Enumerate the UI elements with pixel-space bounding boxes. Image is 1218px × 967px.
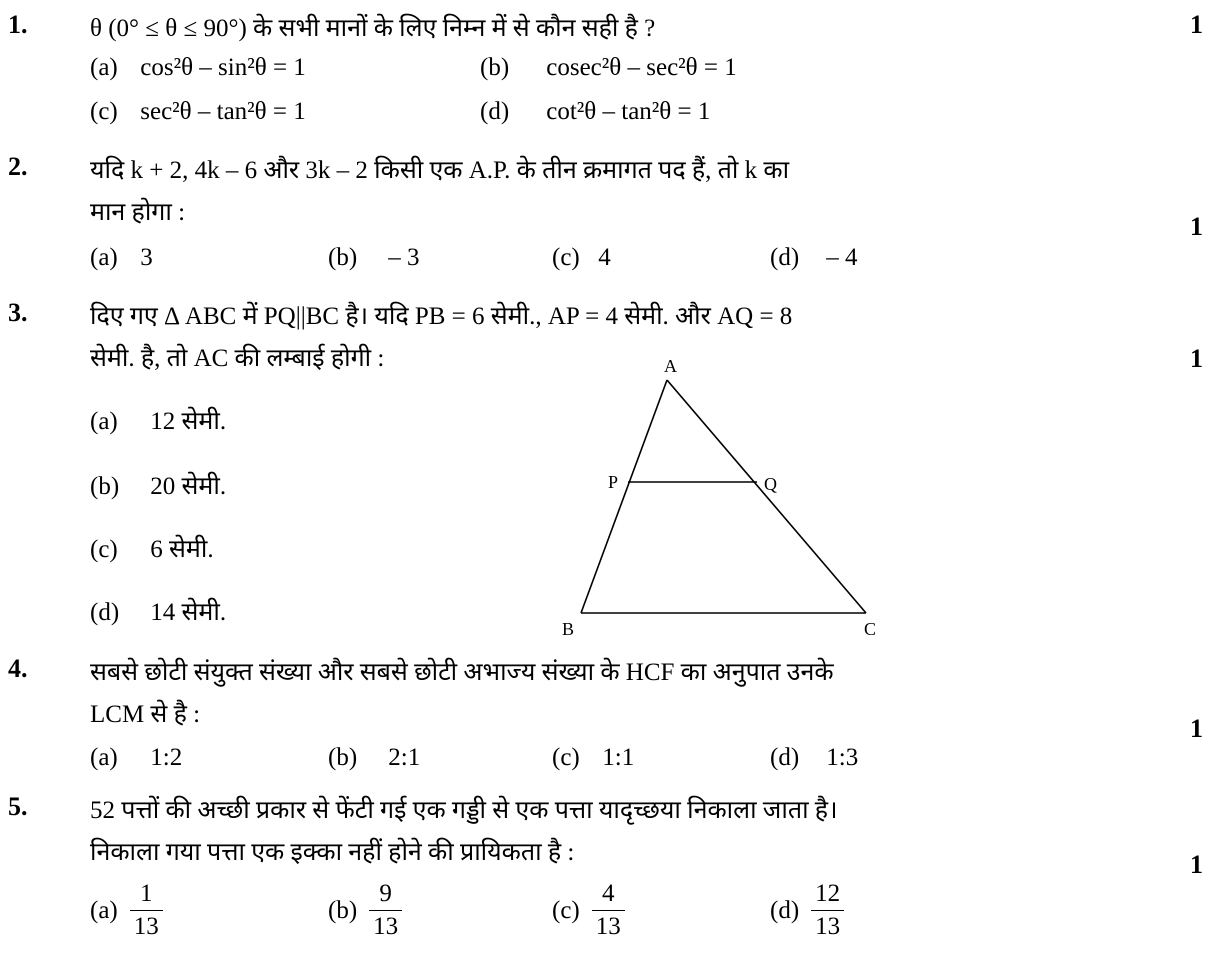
question-text-line-1: 52 पत्तों की अच्छी प्रकार से फेंटी गई एक… — [90, 797, 838, 824]
option-label: (a) — [90, 408, 118, 435]
option-text: 1:1 — [602, 744, 635, 771]
option-label: (d) — [770, 744, 800, 771]
question-number: 4. — [8, 654, 28, 683]
option-a[interactable]: (a) 1:2 — [90, 744, 182, 772]
option-label: (b) — [90, 473, 120, 500]
option-d[interactable]: (d) 12 13 — [770, 880, 845, 941]
vertex-label-p: P — [608, 472, 618, 492]
option-label: (a) — [90, 744, 118, 771]
option-a[interactable]: (a) cos²θ – sin²θ = 1 — [90, 54, 306, 82]
option-label: (c) — [552, 244, 580, 271]
option-label: (c) — [552, 896, 580, 924]
option-text: cot²θ – tan²θ = 1 — [546, 98, 711, 125]
option-a[interactable]: (a) 3 — [90, 244, 153, 272]
question-number: 1. — [8, 10, 28, 39]
option-label: (c) — [90, 536, 118, 563]
fraction-denominator: 13 — [595, 913, 621, 940]
option-label: (a) — [90, 244, 118, 271]
question-text-line-2: निकाला गया पत्ता एक इक्का नहीं होने की प… — [90, 839, 575, 866]
fraction-denominator: 13 — [133, 913, 159, 940]
side-ac — [666, 379, 867, 614]
option-label: (d) — [770, 244, 800, 271]
fraction-numerator: 4 — [591, 880, 625, 911]
question-marks: 1 — [1190, 850, 1203, 879]
fraction-numerator: 12 — [811, 880, 845, 911]
fraction-denominator: 13 — [815, 913, 841, 940]
question-marks: 1 — [1190, 714, 1203, 743]
triangle-figure: A P Q B C — [562, 356, 876, 639]
side-ab — [580, 379, 668, 614]
option-d[interactable]: (d) – 4 — [770, 244, 858, 272]
option-label: (b) — [328, 244, 358, 271]
option-text: 3 — [140, 244, 153, 271]
option-d[interactable]: (d) 14 सेमी. — [90, 594, 226, 628]
option-d[interactable]: (d) cot²θ – tan²θ = 1 — [480, 98, 710, 126]
question-marks: 1 — [1190, 10, 1203, 39]
option-b[interactable]: (b) 20 सेमी. — [90, 468, 226, 502]
option-label: (b) — [328, 896, 358, 924]
option-text: 4 — [598, 244, 611, 271]
option-c[interactable]: (c) 6 सेमी. — [90, 531, 214, 565]
question-number: 2. — [8, 152, 28, 181]
option-text: 6 सेमी. — [150, 536, 214, 563]
question-marks: 1 — [1190, 344, 1203, 373]
fraction-denominator: 13 — [373, 913, 399, 940]
question-text-line-1: सबसे छोटी संयुक्त संख्या और सबसे छोटी अभ… — [90, 659, 834, 686]
option-fraction: 12 13 — [811, 880, 845, 941]
option-text: 1:2 — [150, 744, 183, 771]
option-fraction: 4 13 — [591, 880, 625, 941]
option-text: sec²θ – tan²θ = 1 — [140, 98, 306, 125]
option-text: – 4 — [826, 244, 858, 271]
option-label: (b) — [328, 744, 358, 771]
fraction-numerator: 9 — [369, 880, 403, 911]
option-b[interactable]: (b) cosec²θ – sec²θ = 1 — [480, 54, 737, 82]
question-text-line-1: दिए गए Δ ABC में PQ||BC है। यदि PB = 6 स… — [90, 303, 793, 330]
option-d[interactable]: (d) 1:3 — [770, 744, 858, 772]
option-label: (a) — [90, 896, 118, 924]
question-text-line-2: सेमी. है, तो AC की लम्बाई होगी : — [90, 345, 385, 372]
option-text: 1:3 — [826, 744, 859, 771]
option-fraction: 1 13 — [129, 880, 163, 941]
question-text: θ (0° ≤ θ ≤ 90°) के सभी मानों के लिए निम… — [90, 15, 656, 42]
vertex-label-a: A — [664, 356, 677, 376]
option-fraction: 9 13 — [369, 880, 403, 941]
option-text: 20 सेमी. — [150, 473, 227, 500]
option-c[interactable]: (c) sec²θ – tan²θ = 1 — [90, 98, 306, 126]
option-label: (c) — [90, 98, 118, 125]
option-c[interactable]: (c) 4 13 — [552, 880, 625, 941]
vertex-label-q: Q — [764, 474, 777, 494]
option-c[interactable]: (c) 1:1 — [552, 744, 634, 772]
question-text-line-2: LCM से है : — [90, 701, 201, 728]
option-text: cos²θ – sin²θ = 1 — [140, 54, 306, 81]
option-text: 14 सेमी. — [150, 599, 227, 626]
question-number: 3. — [8, 298, 28, 327]
triangle-lines — [580, 379, 867, 614]
option-label: (b) — [480, 54, 510, 81]
option-label: (a) — [90, 54, 118, 81]
option-text: 12 सेमी. — [150, 408, 227, 435]
option-label: (d) — [770, 896, 800, 924]
vertex-label-c: C — [864, 619, 876, 639]
option-b[interactable]: (b) 9 13 — [328, 880, 403, 941]
option-a[interactable]: (a) 12 सेमी. — [90, 403, 226, 437]
option-a[interactable]: (a) 1 13 — [90, 880, 163, 941]
question-number: 5. — [8, 792, 28, 821]
question-marks: 1 — [1190, 212, 1203, 241]
option-c[interactable]: (c) 4 — [552, 244, 611, 272]
question-text-line-1: यदि k + 2, 4k – 6 और 3k – 2 किसी एक A.P.… — [90, 157, 790, 184]
question-text-line-2: मान होगा : — [90, 199, 186, 226]
option-label: (d) — [480, 98, 510, 125]
option-b[interactable]: (b) 2:1 — [328, 744, 420, 772]
option-text: cosec²θ – sec²θ = 1 — [546, 54, 737, 81]
option-text: – 3 — [388, 244, 420, 271]
fraction-numerator: 1 — [129, 880, 163, 911]
option-label: (d) — [90, 599, 120, 626]
vertex-label-b: B — [562, 619, 574, 639]
option-label: (c) — [552, 744, 580, 771]
option-text: 2:1 — [388, 744, 421, 771]
option-b[interactable]: (b) – 3 — [328, 244, 420, 272]
